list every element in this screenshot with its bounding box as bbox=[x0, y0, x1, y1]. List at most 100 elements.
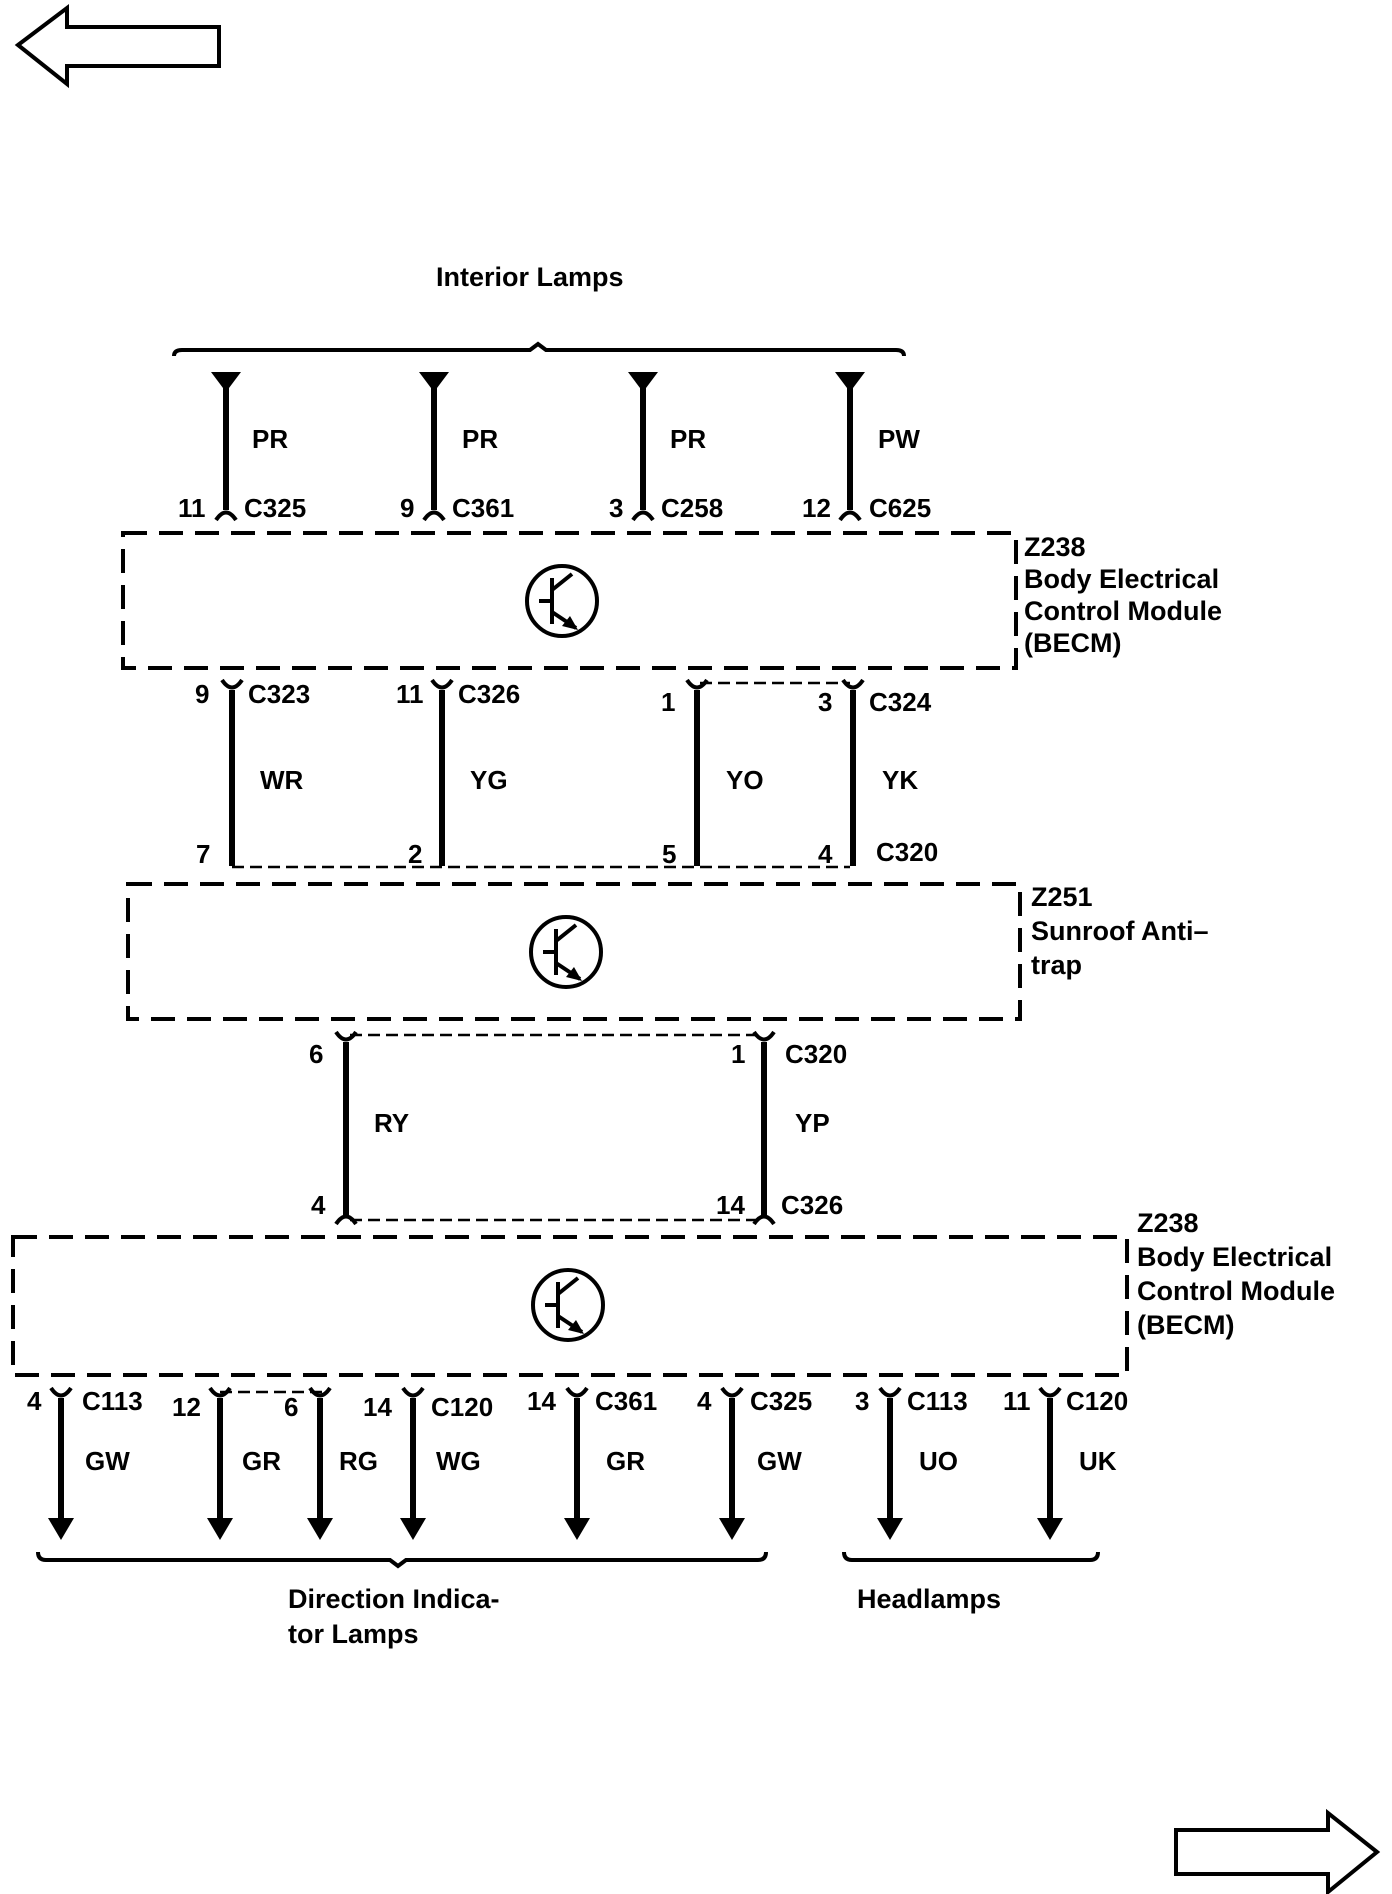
connector-label: C113 bbox=[82, 1386, 143, 1416]
forward-arrow-icon[interactable] bbox=[1174, 1808, 1381, 1894]
module-sunroof-anti-trap: Z251 Sunroof Anti– trap bbox=[126, 882, 1208, 1021]
wire-output-8: 11 C120 UK bbox=[1003, 1386, 1128, 1540]
pin-label: 14 bbox=[716, 1190, 745, 1220]
pin-label: 11 bbox=[396, 679, 424, 709]
headlamps-label: Headlamps bbox=[857, 1584, 1001, 1614]
wire-becm-sunroof-2: 11 C326 YG 2 bbox=[396, 678, 520, 869]
wire-interior-2: PR 9 C361 bbox=[400, 372, 514, 523]
wire-color-label: PR bbox=[670, 424, 706, 454]
wire-output-1: 4 C113 GW bbox=[27, 1386, 143, 1540]
connector-label: C625 bbox=[869, 493, 931, 523]
back-arrow-icon[interactable] bbox=[14, 3, 221, 89]
module-name-line: (BECM) bbox=[1024, 628, 1121, 658]
wire-color-label: GR bbox=[606, 1446, 645, 1476]
connector-label: C361 bbox=[452, 493, 514, 523]
wire-output-6: 4 C325 GW bbox=[697, 1386, 812, 1540]
module-becm-top: Z238 Body Electrical Control Module (BEC… bbox=[121, 531, 1222, 670]
wire-color-label: GW bbox=[85, 1446, 130, 1476]
connector-label: C120 bbox=[431, 1392, 493, 1422]
wire-output-4: 14 C120 WG bbox=[363, 1386, 493, 1540]
wire-color-label: WG bbox=[436, 1446, 481, 1476]
connector-label: C120 bbox=[1066, 1386, 1128, 1416]
transistor-icon bbox=[525, 564, 599, 638]
connector-label: C113 bbox=[907, 1386, 968, 1416]
pin-label: 12 bbox=[802, 493, 831, 523]
connector-label: C324 bbox=[869, 687, 932, 717]
wire-output-3: 6 RG bbox=[284, 1386, 378, 1540]
wire-sunroof-becm-2: 1 C320 YP 14 C326 bbox=[716, 1030, 847, 1226]
interior-lamps-label: Interior Lamps bbox=[436, 262, 624, 292]
pin-label: 4 bbox=[697, 1386, 712, 1416]
module-name-line: Sunroof Anti– bbox=[1031, 916, 1208, 946]
wire-color-label: GW bbox=[757, 1446, 802, 1476]
connector-label: C320 bbox=[785, 1039, 847, 1069]
connector-label: C323 bbox=[248, 679, 310, 709]
connector-label: C361 bbox=[595, 1386, 657, 1416]
connector-label: C325 bbox=[244, 493, 306, 523]
wire-color-label: WR bbox=[260, 765, 304, 795]
direction-indicator-label: tor Lamps bbox=[288, 1619, 419, 1649]
wire-color-label: UO bbox=[919, 1446, 958, 1476]
wire-color-label: RY bbox=[374, 1108, 409, 1138]
wire-output-5: 14 C361 GR bbox=[527, 1386, 657, 1540]
pin-label: 14 bbox=[527, 1386, 556, 1416]
pin-label: 1 bbox=[661, 687, 675, 717]
wire-color-label: PR bbox=[252, 424, 288, 454]
connector-label: C320 bbox=[876, 837, 938, 867]
wire-interior-1: PR 11 C325 bbox=[178, 372, 306, 523]
pin-label: 9 bbox=[400, 493, 414, 523]
module-name-line: Body Electrical bbox=[1024, 564, 1219, 594]
pin-label: 4 bbox=[311, 1190, 326, 1220]
pin-label: 9 bbox=[195, 679, 209, 709]
module-name-line: trap bbox=[1031, 950, 1082, 980]
wire-color-label: RG bbox=[339, 1446, 378, 1476]
transistor-icon bbox=[531, 1268, 605, 1342]
pin-label: 6 bbox=[284, 1392, 298, 1422]
pin-label: 3 bbox=[818, 687, 832, 717]
pin-label: 2 bbox=[408, 839, 422, 869]
wire-becm-sunroof-3: 1 YO 5 bbox=[661, 678, 764, 869]
pin-label: 14 bbox=[363, 1392, 392, 1422]
pin-label: 4 bbox=[818, 839, 833, 869]
module-id: Z238 bbox=[1024, 532, 1086, 562]
connector-label: C326 bbox=[458, 679, 520, 709]
wire-output-2: 12 GR bbox=[172, 1386, 281, 1540]
module-id: Z251 bbox=[1031, 882, 1093, 912]
module-name-line: Control Module bbox=[1137, 1276, 1335, 1306]
direction-indicator-label: Direction Indica- bbox=[288, 1584, 500, 1614]
interior-lamps-bus bbox=[172, 341, 906, 357]
wire-sunroof-becm-1: 6 RY 4 bbox=[309, 1030, 409, 1226]
connector-label: C326 bbox=[781, 1190, 843, 1220]
module-name-line: (BECM) bbox=[1137, 1310, 1234, 1340]
wire-becm-sunroof-4: 3 C324 YK 4 C320 bbox=[818, 678, 938, 869]
wire-interior-4: PW 12 C625 bbox=[802, 372, 931, 523]
wire-interior-3: PR 3 C258 bbox=[609, 372, 723, 523]
module-becm-bottom: Z238 Body Electrical Control Module (BEC… bbox=[11, 1208, 1335, 1377]
wire-color-label: YK bbox=[882, 765, 918, 795]
pin-label: 1 bbox=[731, 1039, 745, 1069]
module-name-line: Control Module bbox=[1024, 596, 1222, 626]
connector-label: C258 bbox=[661, 493, 723, 523]
pin-label: 3 bbox=[855, 1386, 869, 1416]
pin-label: 11 bbox=[178, 493, 206, 523]
wire-output-7: 3 C113 UO bbox=[855, 1386, 968, 1540]
wire-color-label: YG bbox=[470, 765, 508, 795]
module-id: Z238 bbox=[1137, 1208, 1199, 1238]
connector-label: C325 bbox=[750, 1386, 812, 1416]
pin-label: 5 bbox=[662, 839, 676, 869]
wire-color-label: GR bbox=[242, 1446, 281, 1476]
pin-label: 3 bbox=[609, 493, 623, 523]
pin-label: 4 bbox=[27, 1386, 42, 1416]
wire-becm-sunroof-1: 9 C323 WR 7 bbox=[195, 678, 310, 869]
pin-label: 11 bbox=[1003, 1386, 1031, 1416]
wire-color-label: YP bbox=[795, 1108, 830, 1138]
pin-label: 12 bbox=[172, 1392, 201, 1422]
module-name-line: Body Electrical bbox=[1137, 1242, 1332, 1272]
pin-label: 7 bbox=[196, 839, 210, 869]
wire-color-label: YO bbox=[726, 765, 764, 795]
direction-indicator-bus bbox=[36, 1551, 768, 1569]
wire-color-label: UK bbox=[1079, 1446, 1117, 1476]
headlamps-bus bbox=[842, 1551, 1100, 1562]
wire-color-label: PR bbox=[462, 424, 498, 454]
